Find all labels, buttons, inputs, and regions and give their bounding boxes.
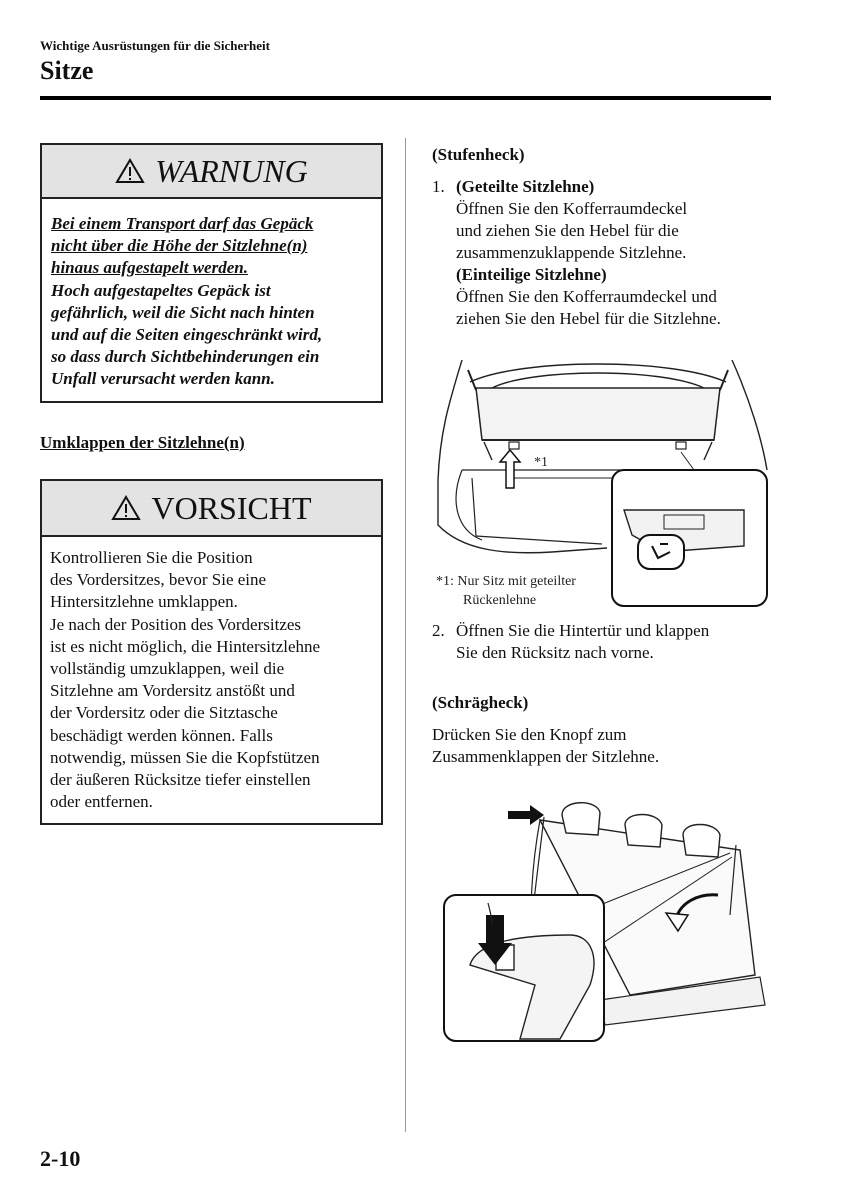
sedan-step-2: 2. Öffnen Sie die Hintertür und klappen …: [432, 620, 772, 664]
caution-line: vollständig umzuklappen, weil die: [50, 659, 285, 679]
warning-underlined-line: hinaus aufgestapelt werden.: [51, 258, 248, 278]
caution-line: des Vordersitzes, bevor Sie eine: [50, 570, 267, 590]
caution-line: Sitzlehne am Vordersitz anstößt und: [50, 681, 295, 701]
header-rule: [40, 96, 771, 100]
warning-line: und auf die Seiten eingeschränkt wird,: [51, 325, 323, 345]
warning-underlined-line: nicht über die Höhe der Sitzlehne(n): [51, 236, 308, 256]
caution-line: Je nach der Position des Vordersitzes: [50, 614, 302, 634]
step-2-line: Öffnen Sie die Hintertür und klappen: [456, 621, 710, 640]
warning-line: gefährlich, weil die Sicht nach hinten: [51, 302, 315, 322]
step-1-line: und ziehen Sie den Hebel für die: [456, 221, 679, 240]
step-1-body: (Geteilte Sitzlehne) Öffnen Sie den Koff…: [432, 176, 772, 330]
figure-callout-label: *1: [534, 455, 548, 470]
caution-header: VORSICHT: [42, 481, 381, 537]
step-2-body: Öffnen Sie die Hintertür und klappen Sie…: [432, 620, 772, 664]
figure-note-line: *1: Nur Sitz mit geteilter: [436, 574, 576, 589]
rear-seat-illustration: [440, 795, 770, 1045]
sedan-heading: (Stufenheck): [432, 145, 525, 164]
hatchback-heading: (Schrägheck): [432, 693, 529, 712]
caution-line: Hintersitzlehne umklappen.: [50, 592, 238, 612]
caution-line: der äußeren Rücksitze tiefer einstellen: [50, 770, 311, 790]
warning-underlined-line: Bei einem Transport darf das Gepäck: [51, 214, 314, 233]
caution-line: beschädigt werden können. Falls: [50, 725, 273, 745]
hatchback-instruction: Drücken Sie den Knopf zum Zusammenklappe…: [432, 724, 659, 768]
caution-box: VORSICHT Kontrollieren Sie die Position …: [40, 479, 383, 825]
caution-line: notwendig, müssen Sie die Kopfstützen: [50, 747, 320, 767]
caution-triangle-icon: [111, 495, 142, 521]
warning-line: Unfall verursacht werden kann.: [51, 369, 275, 389]
step-1-line: Öffnen Sie den Kofferraumdeckel: [456, 199, 688, 218]
step-1-line: ziehen Sie den Hebel für die Sitzlehne.: [456, 309, 721, 328]
warning-title: WARNUNG: [155, 152, 308, 189]
sedan-step-1: 1. (Geteilte Sitzlehne) Öffnen Sie den K…: [432, 176, 772, 330]
warning-line: so dass durch Sichtbehinderungen ein: [51, 347, 320, 367]
caution-title: VORSICHT: [151, 489, 312, 526]
step-1-line: Öffnen Sie den Kofferraumdeckel und: [456, 287, 717, 306]
caution-line: oder entfernen.: [50, 792, 153, 812]
split-backrest-title: (Geteilte Sitzlehne): [456, 177, 595, 196]
column-divider: [405, 138, 406, 1132]
hatchback-line: Zusammenklappen der Sitzlehne.: [432, 747, 660, 766]
fold-heading: Umklappen der Sitzlehne(n): [40, 433, 245, 452]
caution-text: Kontrollieren Sie die Position des Vorde…: [42, 537, 381, 813]
caution-line: Kontrollieren Sie die Position: [50, 548, 253, 567]
figure-note-line: Rückenlehne: [463, 593, 537, 608]
step-2-line: Sie den Rücksitz nach vorne.: [456, 643, 654, 662]
page-title: Sitze: [40, 56, 94, 85]
page-number: 2-10: [40, 1146, 81, 1171]
warning-box: WARNUNG Bei einem Transport darf das Gep…: [40, 143, 383, 403]
hatchback-line: Drücken Sie den Knopf zum: [432, 725, 627, 744]
warning-text: Bei einem Transport darf das Gepäck nich…: [42, 199, 381, 391]
step-1-line: zusammenzuklappende Sitzlehne.: [456, 243, 687, 262]
warning-header: WARNUNG: [42, 145, 381, 199]
step-number: 2.: [432, 621, 445, 640]
caution-line: ist es nicht möglich, die Hintersitzlehn…: [50, 636, 321, 656]
section-label: Wichtige Ausrüstungen für die Sicherheit: [40, 38, 270, 53]
single-backrest-title: (Einteilige Sitzlehne): [456, 265, 607, 284]
figure-note: *1: Nur Sitz mit geteilter Rückenlehne: [436, 572, 576, 610]
warning-line: Hoch aufgestapeltes Gepäck ist: [51, 280, 271, 300]
step-number: 1.: [432, 177, 445, 196]
trunk-illustration: [432, 359, 774, 612]
warning-triangle-icon: [115, 158, 146, 184]
caution-line: der Vordersitz oder die Sitztasche: [50, 703, 278, 723]
